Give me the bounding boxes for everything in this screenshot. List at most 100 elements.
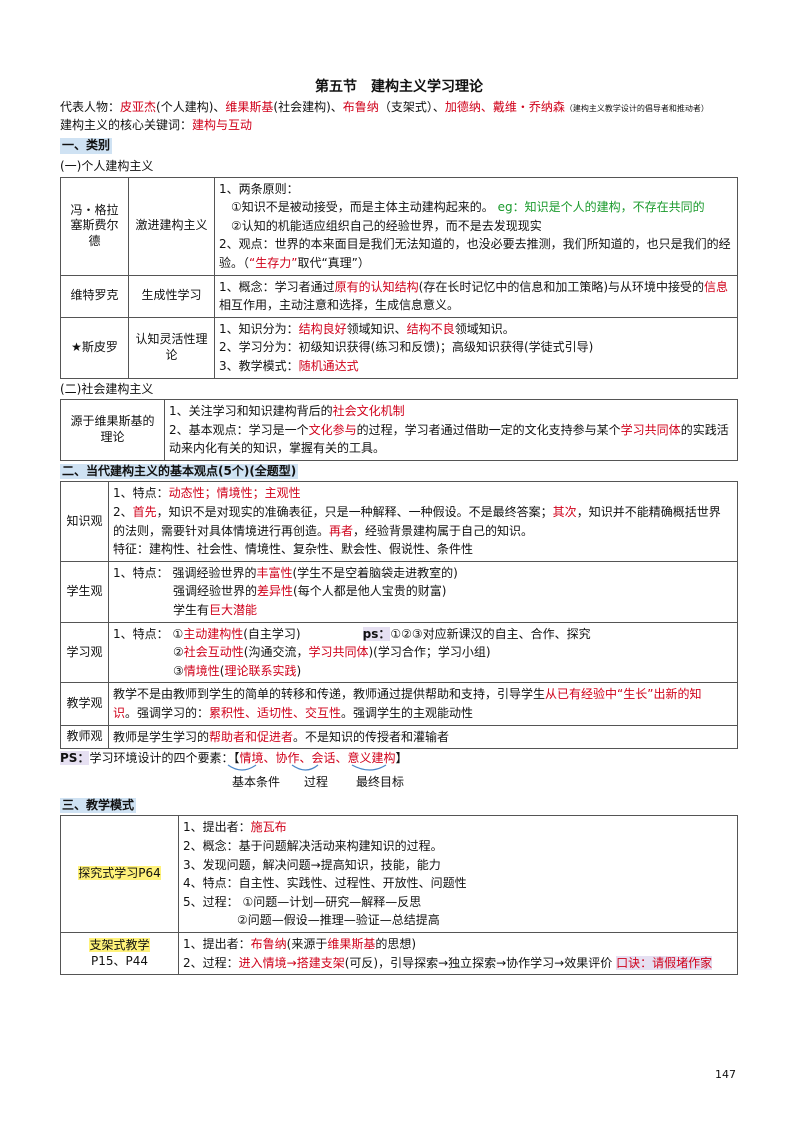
keyword-label: 建构主义的核心关键词：: [60, 117, 193, 132]
ps-line: PS：学习环境设计的四个要素：【情境、协作、会话、意义建构】: [60, 751, 738, 767]
cell-line: ①知识不是被动接受，而是主体主动建构起来的。 eg：知识是个人的建构，不存在共同…: [219, 198, 733, 217]
cell-text: (: [219, 663, 225, 678]
section-3-heading: 三、教学模式: [60, 797, 137, 814]
red-text: 情境性: [183, 663, 220, 678]
keyword-value: 建构与互动: [192, 117, 253, 132]
rep-gardner-jonassen: 加德纳、戴维・乔纳森: [444, 100, 565, 115]
rep-label: 代表人物：: [60, 100, 121, 115]
cell-line: ③情境性(理论联系实践): [113, 662, 733, 681]
view-label-cell: 知识观: [60, 481, 109, 562]
cell-text: 2、过程：: [183, 955, 239, 970]
page-title: 第五节 建构主义学习理论: [315, 79, 483, 95]
content-cell: 1、知识分为：结构良好领域知识、结构不良领域知识。 2、学习分为：初级知识获得(…: [214, 316, 738, 379]
cell-text: 。不是知识的传授者和灌输者: [293, 729, 450, 744]
cell-line: 5、过程： ①问题—计划—研究—解释—反思: [183, 894, 422, 909]
cell-line: 教学不是由教师到学生的简单的转移和传递，教师通过提供帮助和支持，引导学生从已有经…: [113, 685, 733, 704]
red-text: 学习共同体: [308, 645, 369, 660]
cell-line: 特征：建构性、社会性、情境性、复杂性、默会性、假说性、条件性: [113, 542, 474, 557]
ps-arrows: 基本条件 过程 最终目标: [60, 764, 738, 795]
cell-text: 1、特点： 强调经验世界的: [113, 565, 257, 580]
cell-line: 1、特点： 强调经验世界的丰富性(学生不是空着脑袋走进教室的): [113, 564, 733, 583]
cell-text: 的思想): [375, 936, 417, 951]
cell-text: 的过程，学习者通过借助一定的文化支持参与某个: [356, 422, 621, 437]
red-text: 再者: [329, 523, 354, 538]
ps-process-label: 过程: [304, 774, 329, 789]
cell-text: 1、提出者：: [183, 936, 251, 951]
cell-line: 验。（“生存力”取代“真理”）: [219, 254, 733, 273]
cell-text: 2、: [113, 505, 133, 520]
table-row: 源于维果斯基的理论 1、关注学习和知识建构背后的社会文化机制 2、基本观点：学习…: [60, 399, 738, 461]
table-row: 教学观 教学不是由教师到学生的简单的转移和传递，教师通过提供帮助和支持，引导学生…: [60, 682, 738, 726]
red-text: 社会文化机制: [332, 404, 405, 419]
ps-tag: PS：: [60, 751, 90, 766]
cell-line: 2、首先，知识不是对现实的准确表征，只是一种解释、一种假设。不是最终答案；其次，…: [113, 503, 733, 522]
content-cell: 1、特点：动态性；情境性；主观性 2、首先，知识不是对现实的准确表征，只是一种解…: [108, 481, 738, 562]
red-text: 社会互动性: [183, 645, 244, 660]
cell-line: 相互作用，主动注意和选择，生成信息意义。: [219, 298, 460, 313]
cell-text: ②: [173, 645, 184, 660]
theory-cell: 认知灵活性理论: [128, 316, 215, 379]
content-cell: 1、两条原则： ①知识不是被动接受，而是主体主动建构起来的。 eg：知识是个人的…: [214, 176, 738, 276]
mode-label: 支架式教学: [89, 937, 150, 952]
cell-text: ): [296, 663, 302, 678]
social-constructivism-table: 源于维果斯基的理论 1、关注学习和知识建构背后的社会文化机制 2、基本观点：学习…: [60, 399, 738, 461]
ps-tag: ps：: [362, 626, 391, 641]
cell-line: 2、概念：基于问题解决活动来构建知识的过程。: [183, 838, 443, 853]
cell-text: ③: [173, 663, 184, 678]
table-row: 冯・格拉塞斯费尔德 激进建构主义 1、两条原则： ①知识不是被动接受，而是主体主…: [60, 176, 738, 276]
red-text: 理论联系实践: [224, 663, 297, 678]
content-cell: 1、特点： 强调经验世界的丰富性(学生不是空着脑袋走进教室的) 强调经验世界的差…: [108, 560, 738, 623]
ps-close: 】: [395, 751, 408, 766]
cell-text: 。强调学习的：: [125, 706, 210, 720]
view-label-cell: 教学观: [60, 682, 109, 726]
cell-text: (存在长时记忆中的信息和加工策略)与从环境中接受的: [418, 279, 705, 294]
cell-line: 2、学习分为：初级知识获得(练习和反馈)；高级知识获得(学徒式引导): [219, 340, 594, 355]
views-table: 知识观 1、特点：动态性；情境性；主观性 2、首先，知识不是对现实的准确表征，只…: [60, 481, 738, 750]
red-text: 施瓦布: [250, 820, 287, 835]
mnemonic-tip: 口诀：请假堵作家: [616, 955, 713, 970]
red-text: 差异性: [257, 584, 294, 599]
cell-line: 动来内化有关的知识，掌握有关的工具。: [169, 441, 386, 456]
ps-items: 情境、协作、会话、意义建构: [239, 751, 396, 766]
cell-line: 教师是学生学习的帮助者和促进者。不是知识的传授者和灌输者: [113, 728, 733, 747]
cell-text: (可反)，引导探索→独立探索→协作学习→效果评价: [344, 955, 613, 970]
cell-text: 领域知识。: [454, 321, 515, 336]
red-text: 累积性、适切性、交互性: [209, 706, 342, 720]
cell-text: 1、概念：学习者通过: [219, 279, 335, 294]
keyword-line: 建构主义的核心关键词：建构与互动: [60, 118, 738, 134]
mode-label-cell: 支架式教学 P15、P44: [60, 931, 179, 976]
red-text: 文化参与: [308, 422, 357, 437]
cell-text: 3、教学模式：: [219, 358, 299, 373]
cell-line: ②认知的机能适应组织自己的经验世界，而不是去发现现实: [231, 218, 542, 233]
cell-text: 1、提出者：: [183, 820, 251, 835]
red-text: 进入情境→搭建支架: [238, 955, 345, 970]
cell-line: 2、观点：世界的本来面目是我们无法知道的，也没必要去推测，我们所知道的，也只是我…: [219, 237, 731, 252]
table-row: 知识观 1、特点：动态性；情境性；主观性 2、首先，知识不是对现实的准确表征，只…: [60, 481, 738, 562]
cell-text: 教学不是由教师到学生的简单的转移和传递，教师通过提供帮助和支持，引导学生: [113, 687, 546, 702]
cell-text: 1、知识分为：: [219, 321, 299, 336]
table-row: 学生观 1、特点： 强调经验世界的丰富性(学生不是空着脑袋走进教室的) 强调经验…: [60, 560, 738, 623]
theory-cell: 生成性学习: [128, 274, 215, 318]
cell-text: 的实践活: [680, 422, 729, 437]
red-text: 主动建构性: [183, 626, 244, 641]
red-text: 维果斯基: [327, 936, 376, 951]
cell-line: 1、提出者：布鲁纳(来源于维果斯基的思想): [183, 935, 733, 954]
person-cell: 维特罗克: [60, 274, 129, 318]
person-cell: 冯・格拉塞斯费尔德: [60, 176, 129, 276]
cell-line: 1、提出者：施瓦布: [183, 818, 733, 837]
document-page: 第五节 建构主义学习理论 代表人物：皮亚杰(个人建构)、维果斯基(社会建构)、布…: [60, 78, 738, 976]
arrow-curve: [291, 764, 319, 771]
arrow-curve: [351, 764, 387, 771]
cell-text: 学生有: [173, 603, 210, 618]
cell-text: 验。（: [219, 255, 250, 270]
content-cell: 1、概念：学习者通过原有的认知结构(存在长时记忆中的信息和加工策略)与从环境中接…: [214, 274, 738, 318]
cell-text: (每个人都是他人宝贵的财富): [293, 584, 447, 599]
cell-line: 强调经验世界的差异性(每个人都是他人宝贵的财富): [113, 582, 733, 601]
mode-pages: P15、P44: [90, 953, 148, 968]
rep-vygotsky-note: (社会建构)、: [273, 100, 343, 115]
cell-line: 1、概念：学习者通过原有的认知结构(存在长时记忆中的信息和加工策略)与从环境中接…: [219, 278, 733, 297]
view-label-cell: 学习观: [60, 621, 109, 684]
red-text: 随机通达式: [298, 358, 359, 373]
representatives-line: 代表人物：皮亚杰(个人建构)、维果斯基(社会建构)、布鲁纳（支架式）、加德纳、戴…: [60, 100, 738, 116]
mode-label: 探究式学习P64: [78, 866, 161, 881]
